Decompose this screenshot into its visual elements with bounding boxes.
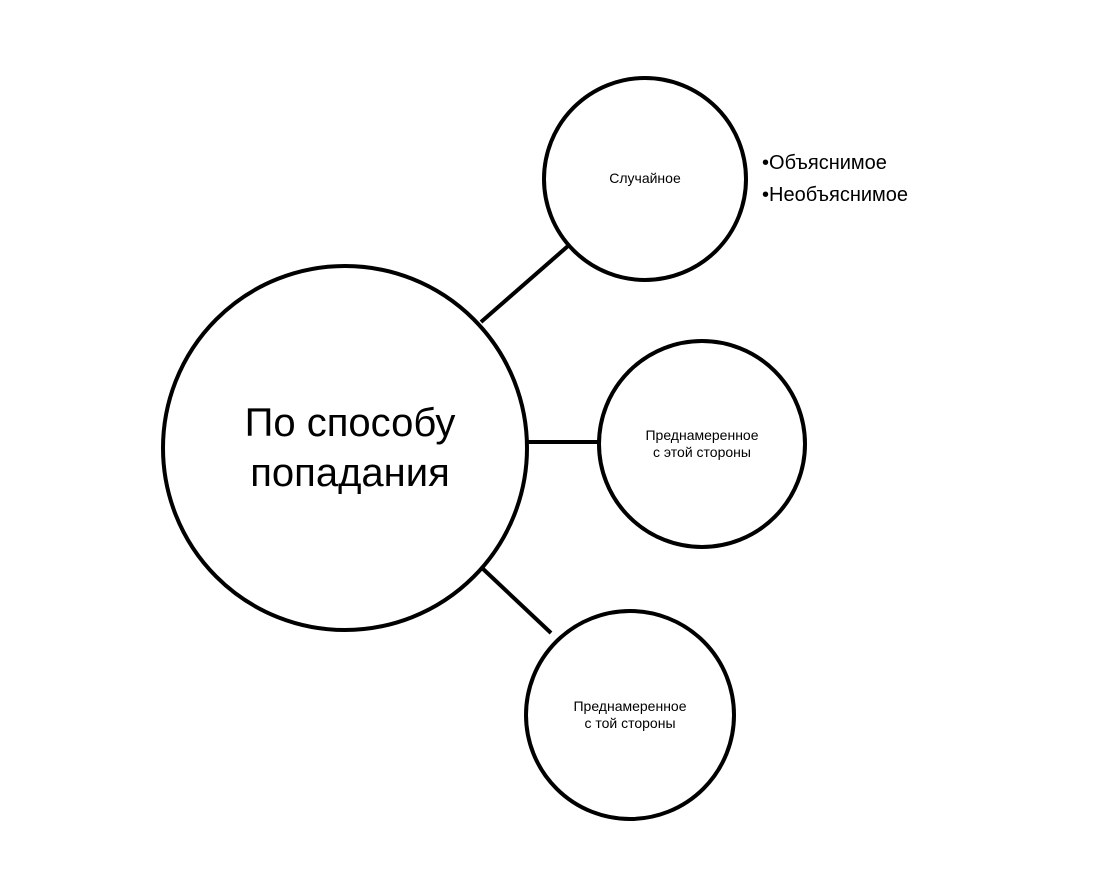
node-label-sluchaynoe: Случайное — [609, 170, 681, 187]
center-circle — [161, 264, 529, 632]
node-label-prednamerennoe-2: Преднамеренное с той стороны — [573, 697, 687, 732]
connector-center-sluchaynoe — [479, 244, 570, 324]
connector-center-prednamerennoe-2 — [479, 565, 553, 635]
node-circle-prednamerennoe-2 — [524, 609, 736, 821]
center-label: По способу попадания — [244, 401, 456, 495]
node-circle-sluchaynoe — [542, 76, 748, 282]
node-circle-prednamerennoe-1 — [597, 339, 807, 549]
bullet-item: Необъяснимое — [762, 179, 908, 211]
sluchaynoe-bullet-list: Объяснимое Необъяснимое — [762, 147, 908, 211]
bullet-item: Объяснимое — [762, 147, 908, 179]
node-label-prednamerennoe-1: Преднамеренное с этой стороны — [645, 426, 759, 461]
